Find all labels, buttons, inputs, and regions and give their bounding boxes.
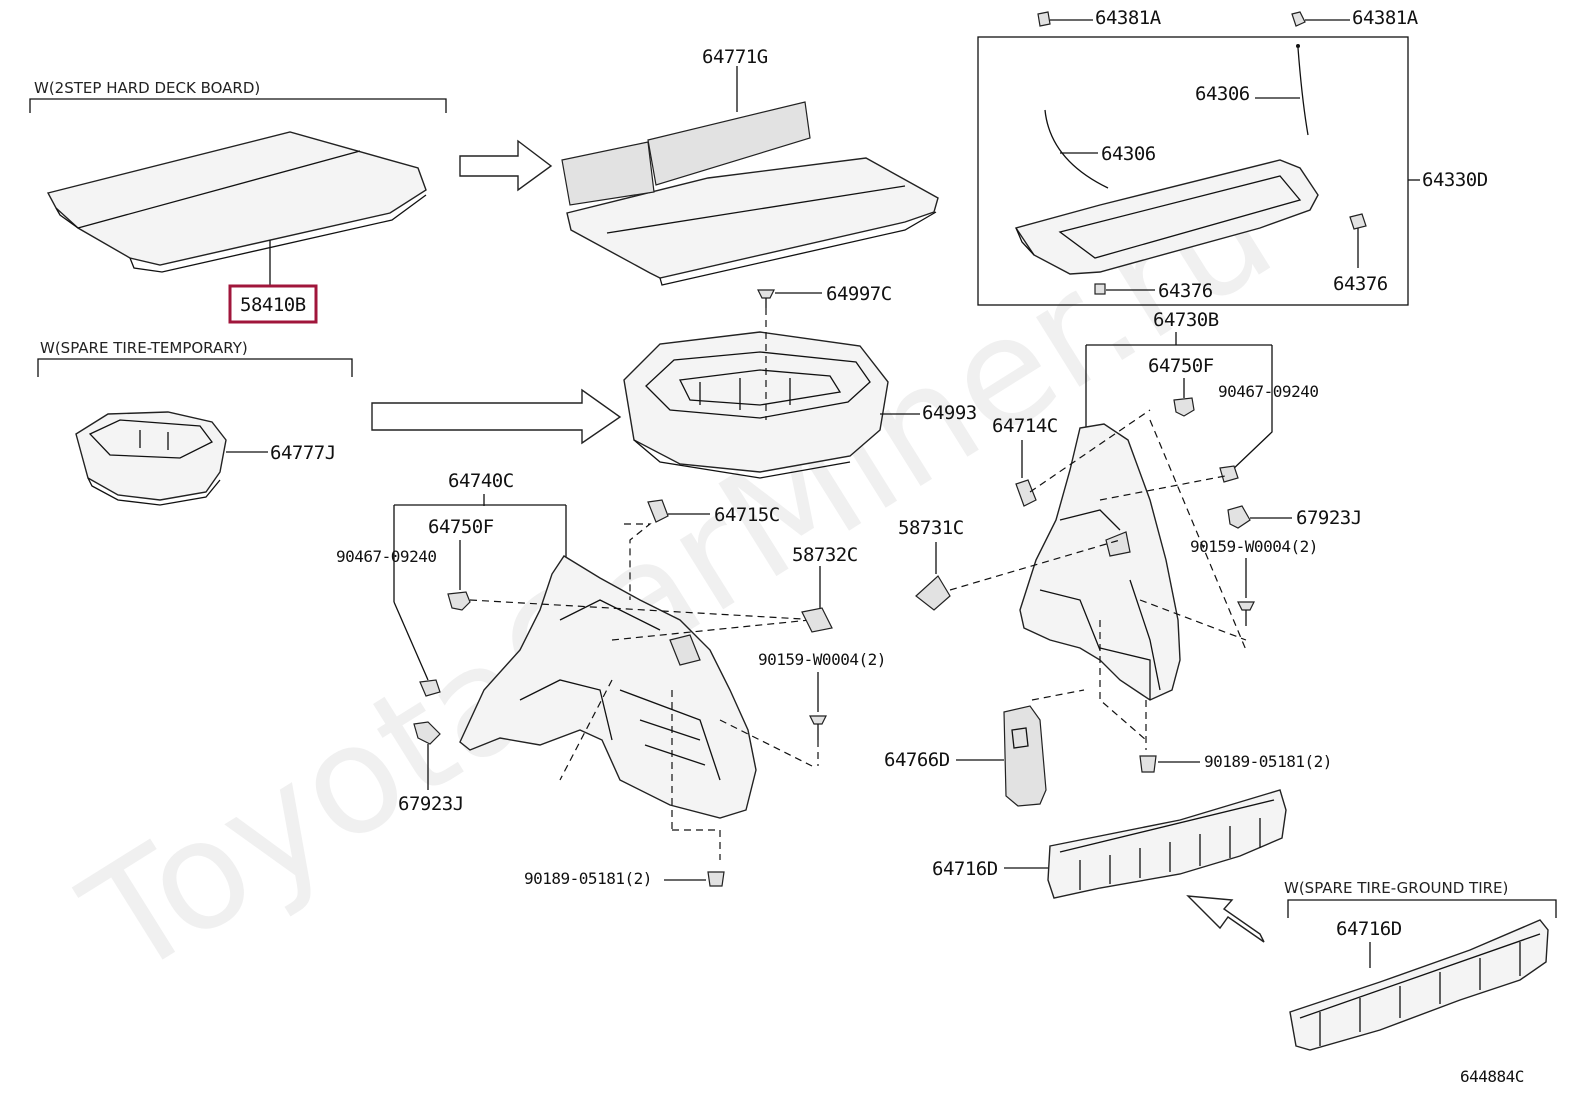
part-deck-board[interactable] [46, 131, 427, 273]
part-clip-64715C[interactable] [647, 499, 669, 523]
part-label-64306-2[interactable]: 64306 [1101, 143, 1156, 165]
part-deck-board-folded[interactable] [561, 101, 939, 286]
part-label-58731C[interactable]: 58731C [898, 517, 964, 539]
flow-arrow [1186, 895, 1265, 943]
part-clip-90189-left[interactable] [707, 871, 725, 887]
part-label-64750F-left[interactable]: 64750F [428, 516, 494, 538]
part-spare-tire-box-small[interactable] [75, 411, 227, 506]
part-label-90189-left[interactable]: 90189-05181(2) [524, 869, 652, 888]
part-label-90467-left[interactable]: 90467-09240 [336, 547, 437, 566]
part-tonneau-cover[interactable] [1014, 159, 1319, 275]
part-quarter-trim-left[interactable] [459, 555, 757, 819]
part-label-64330D[interactable]: 64330D [1422, 169, 1488, 191]
part-quarter-trim-right[interactable] [1019, 423, 1181, 701]
part-label-64376-2[interactable]: 64376 [1333, 273, 1388, 295]
part-cover-64714C[interactable] [1015, 479, 1037, 507]
part-clip-90467-left[interactable] [419, 679, 441, 697]
section-title-spare-ground: W(SPARE TIRE-GROUND TIRE) [1284, 879, 1508, 897]
part-lid-64766D[interactable] [1003, 705, 1047, 807]
part-label-58410B[interactable]: 58410B [240, 294, 306, 316]
flow-arrow [459, 139, 553, 192]
part-label-64766D[interactable]: 64766D [884, 749, 950, 771]
part-clip-64381A-2[interactable] [1291, 11, 1306, 27]
part-label-64740C[interactable]: 64740C [448, 470, 514, 492]
part-label-90467-right[interactable]: 90467-09240 [1218, 382, 1319, 401]
part-scuff-plate-ground[interactable] [1289, 919, 1549, 1051]
section-title-spare-temp: W(SPARE TIRE-TEMPORARY) [40, 339, 248, 357]
part-label-64381A-2[interactable]: 64381A [1352, 7, 1419, 29]
part-label-64714C[interactable]: 64714C [992, 415, 1058, 437]
part-clip-64750F-left[interactable] [447, 591, 471, 611]
part-clip-67923J-right[interactable] [1227, 505, 1251, 529]
part-cover-58731C[interactable] [915, 575, 951, 611]
part-label-64715C[interactable]: 64715C [714, 504, 780, 526]
flow-arrow [371, 388, 622, 445]
part-label-58732C[interactable]: 58732C [792, 544, 858, 566]
part-clip-64376-2[interactable] [1349, 213, 1367, 230]
part-label-64771G[interactable]: 64771G [702, 46, 768, 68]
part-bracket-58732C[interactable] [801, 607, 833, 633]
part-clip-90189-right[interactable] [1139, 755, 1157, 773]
part-clip-64381A-1[interactable] [1037, 11, 1051, 27]
part-clip-64376-1[interactable] [1094, 283, 1106, 295]
part-label-64716D-1[interactable]: 64716D [932, 858, 998, 880]
part-label-64376-1[interactable]: 64376 [1158, 280, 1213, 302]
highlight-box [228, 284, 318, 324]
part-label-90159-left[interactable]: 90159-W0004(2) [758, 650, 886, 669]
kit-box-64330D [977, 36, 1409, 306]
part-label-64306-1[interactable]: 64306 [1195, 83, 1250, 105]
part-label-64730B[interactable]: 64730B [1153, 309, 1219, 331]
part-label-64777J[interactable]: 64777J [270, 442, 336, 464]
part-label-67923J-left[interactable]: 67923J [398, 793, 464, 815]
diagram-code: 644884C [1460, 1067, 1524, 1086]
section-spare-ground: W(SPARE TIRE-GROUND TIRE) [1284, 879, 1557, 918]
part-label-64750F-right[interactable]: 64750F [1148, 355, 1214, 377]
part-spare-tire-box[interactable] [623, 331, 889, 479]
part-label-64993[interactable]: 64993 [922, 402, 977, 424]
part-clip-64997C[interactable] [757, 289, 775, 308]
section-spare-temp: W(SPARE TIRE-TEMPORARY) [37, 339, 353, 377]
part-cord-64306-2[interactable] [1044, 109, 1109, 189]
section-hard-deck: W(2STEP HARD DECK BOARD) [29, 79, 447, 113]
part-clip-67923J-left[interactable] [413, 721, 441, 745]
part-label-64381A-1[interactable]: 64381A [1095, 7, 1162, 29]
part-label-64997C[interactable]: 64997C [826, 283, 892, 305]
part-label-90189-right[interactable]: 90189-05181(2) [1204, 752, 1332, 771]
part-label-90159-right[interactable]: 90159-W0004(2) [1190, 537, 1318, 556]
part-label-64716D-2[interactable]: 64716D [1336, 918, 1402, 940]
section-title-hard-deck: W(2STEP HARD DECK BOARD) [34, 79, 260, 97]
part-label-67923J-right[interactable]: 67923J [1296, 507, 1362, 529]
part-cord-64306-1[interactable] [1296, 44, 1309, 136]
part-screw-90159-right[interactable] [1237, 601, 1255, 626]
part-clip-90467-right[interactable] [1219, 465, 1239, 483]
part-clip-64750F-right[interactable] [1173, 397, 1195, 417]
part-screw-90159-left[interactable] [809, 715, 827, 740]
part-scuff-plate[interactable] [1047, 789, 1287, 899]
